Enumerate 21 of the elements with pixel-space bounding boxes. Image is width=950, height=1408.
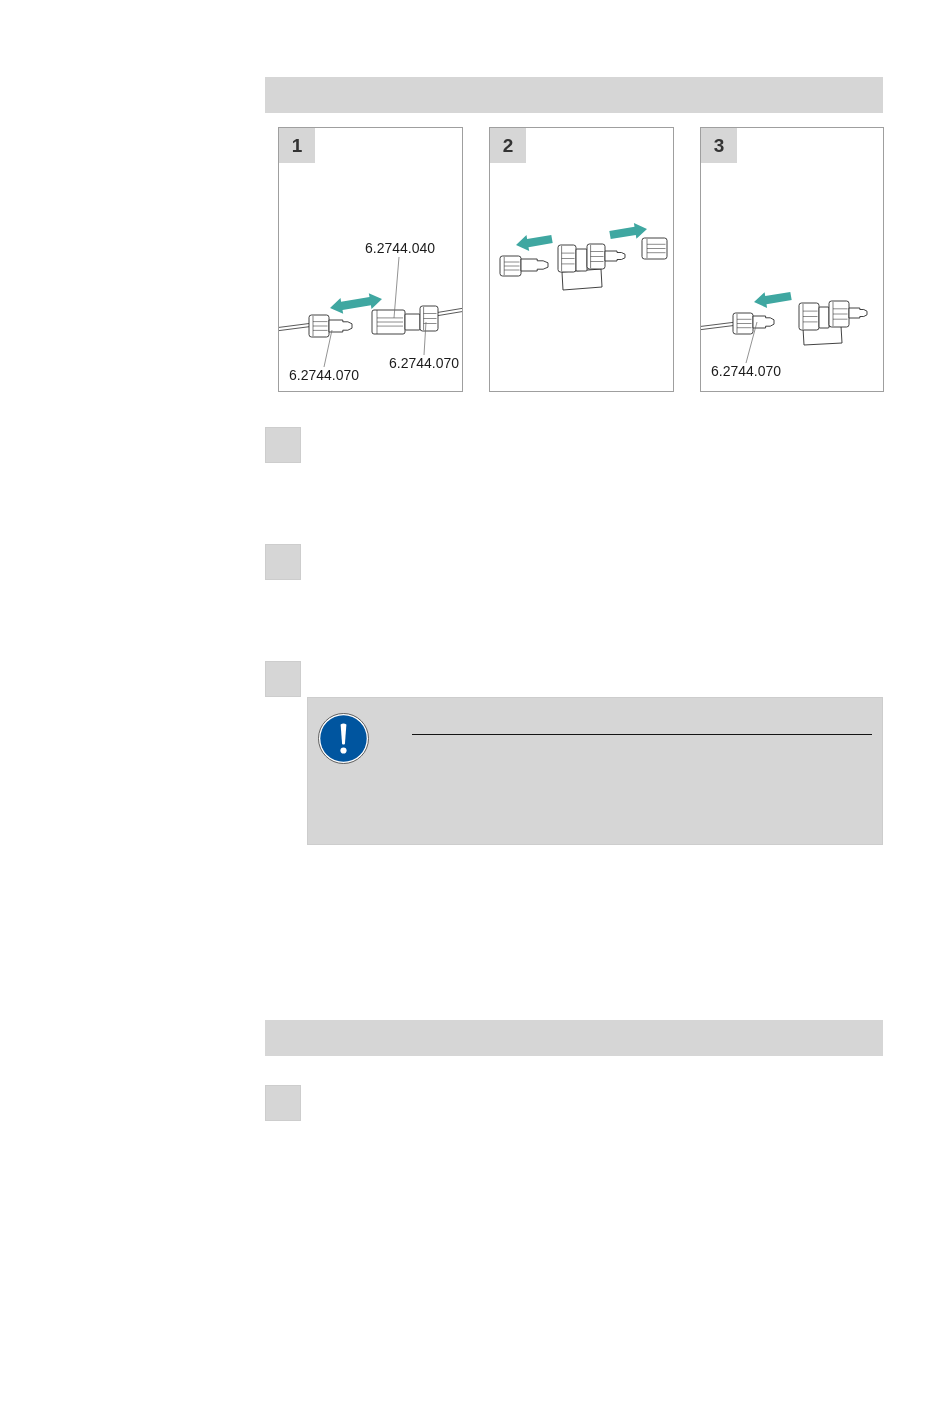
step-marker <box>265 1085 301 1121</box>
leader-line <box>323 329 333 368</box>
note-box <box>307 697 883 845</box>
leader-line <box>745 321 758 364</box>
step-number: 2 <box>490 128 526 163</box>
part-number: 6.2744.070 <box>289 367 361 384</box>
step-panel <box>489 127 674 392</box>
part-number: 6.2744.070 <box>711 363 783 380</box>
heading-bar <box>265 1020 883 1056</box>
leader-line <box>393 256 400 319</box>
part-number: 6.2744.070 <box>389 355 461 372</box>
step-marker <box>265 544 301 580</box>
step-panel <box>700 127 884 392</box>
step-number: 3 <box>701 128 737 163</box>
step-panel <box>278 127 463 392</box>
part-number: 6.2744.040 <box>365 240 437 257</box>
step-number: 1 <box>279 128 315 163</box>
step-marker <box>265 661 301 697</box>
leader-line <box>423 321 427 356</box>
heading-bar <box>265 77 883 113</box>
step-marker <box>265 427 301 463</box>
